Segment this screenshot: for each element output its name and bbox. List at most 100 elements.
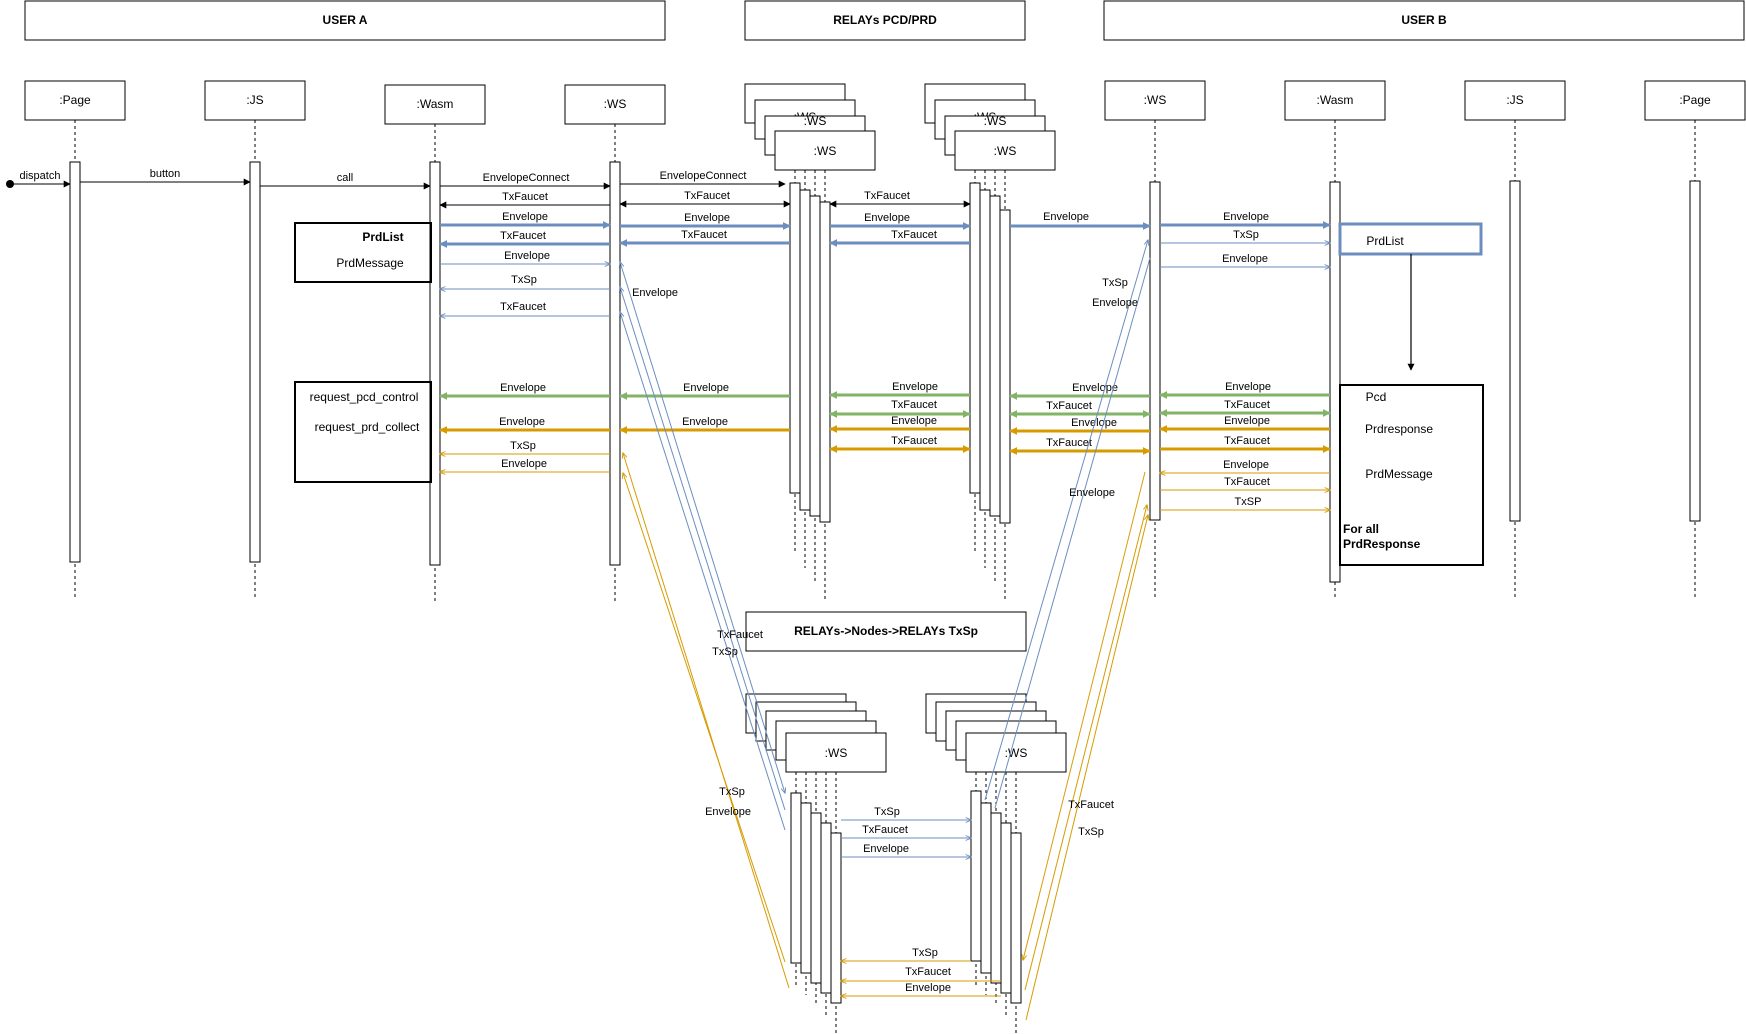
lifeline-b-wasm: :Wasm [1284,80,1386,600]
relay-stack-2: :WS :WS :WS [924,83,1056,600]
message-label: TxFaucet [1224,435,1270,447]
partial-ws-label: :WS [804,114,827,128]
note-text: PrdResponse [1343,537,1421,551]
message-label: Envelope [501,458,547,470]
message-label: Envelope [682,416,728,428]
message-label: TxSp [1102,277,1128,289]
participant-label: :JS [246,93,263,107]
message-label: Envelope [864,212,910,224]
message-label: EnvelopeConnect [660,170,747,182]
message-label: Envelope [1224,415,1270,427]
message-label: Envelope [502,211,548,223]
participant-label: :WS [994,144,1017,158]
header-user-b-label: USER B [1401,13,1447,27]
messages-bottom: TxSp TxFaucet Envelope TxSp TxFaucet Env… [841,806,1001,996]
message-label: Envelope [500,382,546,394]
message-label: Envelope [1225,381,1271,393]
messages-middle: Envelope Envelope Envelope Envelope Enve… [439,381,1331,510]
note-text: Prdresponse [1365,422,1433,436]
participant-label: :Wasm [1317,93,1354,107]
message-label: TxFaucet [1046,400,1092,412]
lifeline-a-ws: :WS [564,84,666,602]
note-text: PrdList [1366,234,1404,248]
message-label: Envelope [1069,487,1115,499]
relay-stack-1: :WS :WS :WS [744,83,876,600]
note-requests-a: request_pcd_control request_prd_collect [294,381,432,483]
message-label: TxFaucet [681,229,727,241]
message-label: Envelope [1092,297,1138,309]
message-label: TxFaucet [864,190,910,202]
message-label: TxFaucet [502,191,548,203]
message-label: TxSp [511,274,537,286]
message-label: Envelope [1223,211,1269,223]
message-label: Envelope [632,287,678,299]
message-label: TxFaucet [1224,399,1270,411]
relay-stack-4: :WS [925,693,1067,1034]
message-label: TxSp [1078,826,1104,838]
note-text: Pcd [1366,390,1387,404]
note-text: PrdMessage [336,256,404,270]
lifeline-a-page: :Page [24,80,126,600]
partial-ws-label: :WS [984,114,1007,128]
message-label: Envelope [705,806,751,818]
message-label: TxFaucet [1224,476,1270,488]
participant-label: :Wasm [417,97,454,111]
message-label: Envelope [905,982,951,994]
message-label: TxSP [1235,496,1262,508]
message-label: Envelope [683,382,729,394]
note-text: request_pcd_control [310,390,419,404]
note-text: PrdMessage [1365,467,1433,481]
message-label: Envelope [1223,459,1269,471]
message-label: TxFaucet [891,399,937,411]
message-label: TxSp [912,947,938,959]
message-label: TxFaucet [1046,437,1092,449]
message-label: TxFaucet [500,301,546,313]
message-label: TxFaucet [905,966,951,978]
message-label: dispatch [20,170,61,182]
header-user-b: USER B [1103,0,1745,41]
message-label: TxFaucet [717,629,763,641]
lifeline-b-page: :Page [1644,80,1746,600]
message-label: TxSp [719,786,745,798]
note-text: PrdList [362,230,403,244]
note-responses-b: Pcd Prdresponse PrdMessage For all PrdRe… [1339,384,1484,566]
message-label: Envelope [1222,253,1268,265]
participant-label: :WS [825,746,848,760]
message-label: Envelope [499,416,545,428]
message-label: TxFaucet [862,824,908,836]
participant-label: :JS [1506,93,1523,107]
message-label: TxSp [510,440,536,452]
message-label: Envelope [1043,211,1089,223]
message-label: TxFaucet [1068,799,1114,811]
message-label: EnvelopeConnect [483,172,570,184]
participant-label: :WS [604,97,627,111]
diagonal-routes: TxFaucet TxSp TxSp Envelope TxSp Envelop… [620,240,1151,1021]
header-relay-nodes: RELAYs->Nodes->RELAYs TxSp [745,611,1027,652]
participant-label: :WS [1144,93,1167,107]
header-relays: RELAYs PCD/PRD [744,0,1026,41]
message-label: Envelope [684,212,730,224]
message-label: Envelope [863,843,909,855]
lifeline-a-wasm: :Wasm [384,84,486,602]
lifeline-b-js: :JS [1464,80,1566,600]
relay-stack-3: :WS [745,693,887,1034]
participant-label: :Page [59,93,91,107]
message-label: button [150,168,181,180]
message-label: TxFaucet [891,229,937,241]
participant-label: :WS [814,144,837,158]
participant-label: :WS [1005,746,1028,760]
message-label: Envelope [1071,417,1117,429]
note-text: request_prd_collect [315,420,420,434]
header-user-a: USER A [24,0,666,41]
participant-label: :Page [1679,93,1711,107]
message-label: call [337,172,354,184]
message-label: Envelope [891,415,937,427]
message-label: Envelope [1072,382,1118,394]
message-label: TxSp [874,806,900,818]
message-label: TxFaucet [500,230,546,242]
note-prdlist-a: PrdList PrdMessage [294,222,432,283]
message-label: TxSp [1233,229,1259,241]
message-label: TxFaucet [891,435,937,447]
message-label: TxSp [712,646,738,658]
